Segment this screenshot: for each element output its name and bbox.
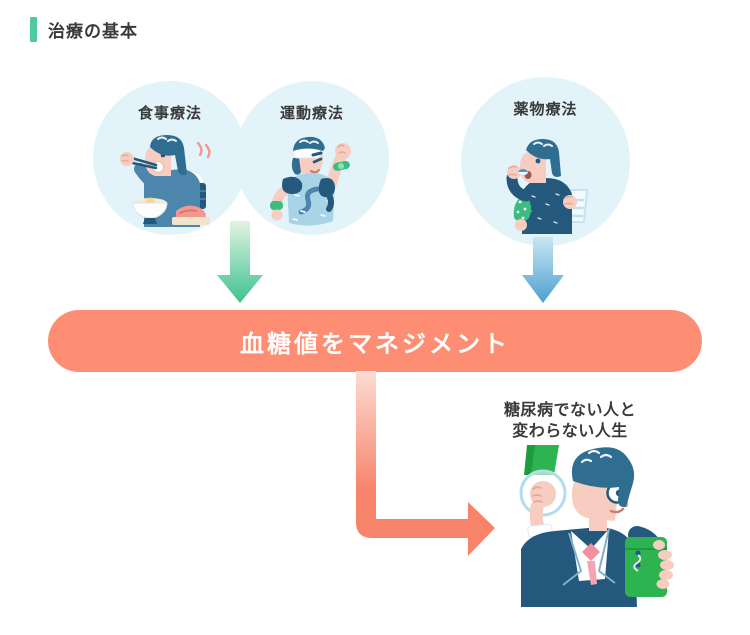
- banner-label: 血糖値をマネジメント: [240, 330, 510, 358]
- therapy-circle-exercise: 運動療法: [235, 81, 389, 235]
- outcome-caption-line2: 変わらない人生: [512, 423, 628, 440]
- header: 治療の基本: [30, 17, 138, 42]
- arrow-elbow-right-icon: [356, 371, 495, 556]
- medication-therapy-illustration: [506, 139, 588, 234]
- diet-therapy-illustration: [120, 135, 211, 227]
- healthy-life-illustration: [519, 445, 674, 607]
- therapy-circle-diet: 食事療法: [93, 81, 247, 235]
- heading-accent-bar: [30, 17, 37, 42]
- arrow-down-green-icon: [217, 221, 263, 303]
- arrow-down-blue-icon: [522, 237, 564, 303]
- management-banner: 血糖値をマネジメント: [48, 310, 702, 372]
- therapy-circle-medication: 薬物療法: [461, 77, 630, 246]
- therapy-label-medication: 薬物療法: [513, 101, 578, 118]
- exercise-therapy-illustration: [270, 136, 351, 226]
- therapy-label-exercise: 運動療法: [279, 105, 344, 122]
- therapy-label-diet: 食事療法: [137, 105, 202, 122]
- outcome-caption: 糖尿病でない人と 変わらない人生: [478, 400, 662, 442]
- page-title: 治療の基本: [48, 22, 138, 41]
- outcome-caption-line1: 糖尿病でない人と: [503, 402, 636, 419]
